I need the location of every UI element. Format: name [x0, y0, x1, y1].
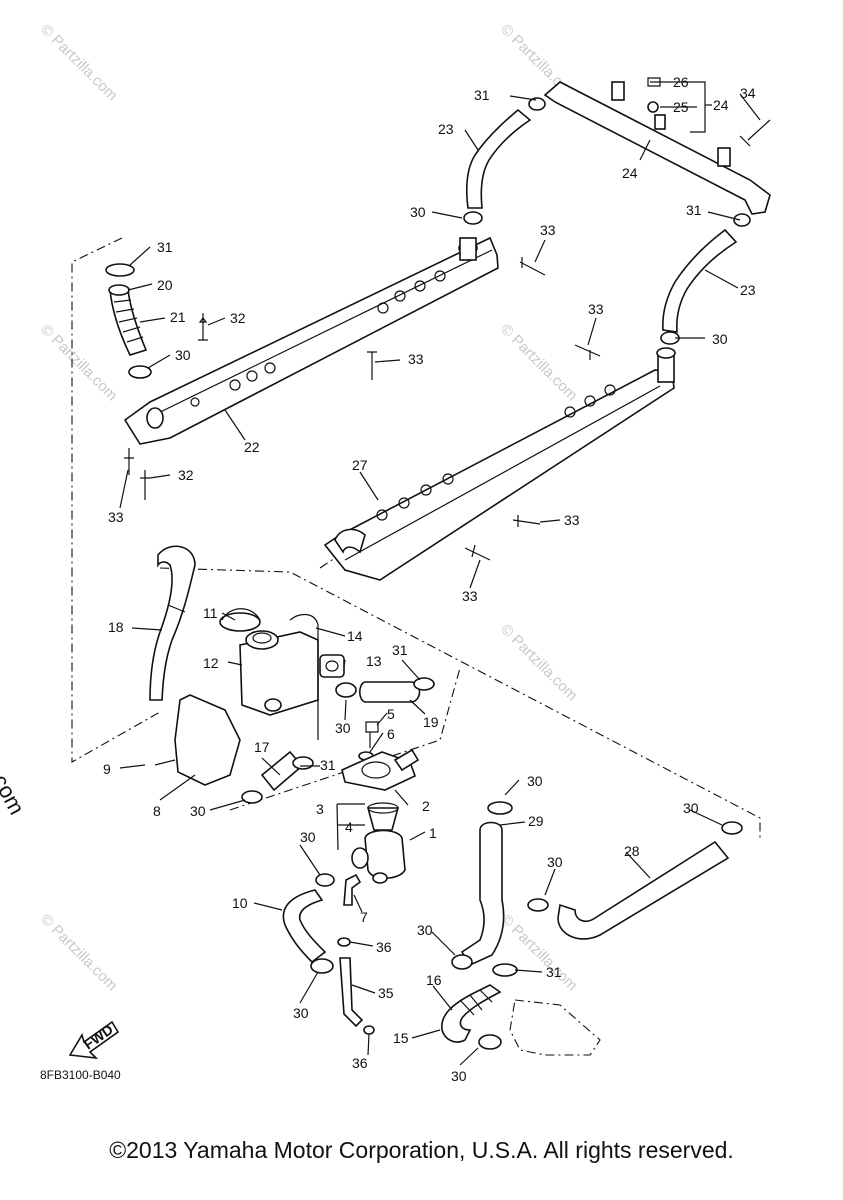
callout-30: 30	[683, 800, 699, 816]
callout-2: 2	[422, 798, 430, 814]
callout-4: 4	[345, 819, 353, 835]
callout-31: 31	[546, 964, 562, 980]
drawing-code: 8FB3100-B040	[40, 1068, 121, 1082]
callout-24: 24	[622, 165, 638, 181]
hose-23-upper	[463, 97, 546, 225]
hose-23-lower	[660, 213, 751, 345]
callout-30: 30	[417, 922, 433, 938]
callout-9: 9	[103, 761, 111, 777]
callout-34: 34	[740, 85, 756, 101]
callout-33: 33	[540, 222, 556, 238]
hose-17	[241, 750, 314, 804]
bracket-8	[154, 694, 241, 786]
callout-12: 12	[203, 655, 219, 671]
hose-29	[451, 801, 513, 970]
watermark-text: © Partzilla.com	[37, 911, 120, 994]
hose-18	[149, 545, 196, 701]
leader-lines	[119, 81, 761, 1066]
outline-left	[71, 237, 161, 763]
callout-18: 18	[108, 619, 124, 635]
callout-30: 30	[190, 803, 206, 819]
callout-36: 36	[352, 1055, 368, 1071]
water-jacket-22	[123, 236, 499, 445]
hose-28	[527, 821, 743, 940]
watermark-text: © Partzilla.com	[37, 21, 120, 104]
callout-23: 23	[438, 121, 454, 137]
copyright-notice: ©2013 Yamaha Motor Corporation, U.S.A. A…	[109, 1137, 734, 1163]
callout-32: 32	[230, 310, 246, 326]
callout-20: 20	[157, 277, 173, 293]
callout-30: 30	[451, 1068, 467, 1084]
callout-25: 25	[673, 99, 689, 115]
thermostat-4	[366, 802, 400, 831]
callout-21: 21	[170, 309, 186, 325]
callout-33: 33	[588, 301, 604, 317]
callout-23: 23	[740, 282, 756, 298]
coolant-reservoir-12	[219, 608, 319, 740]
callout-27: 27	[352, 457, 368, 473]
callout-31: 31	[157, 239, 173, 255]
callout-31: 31	[686, 202, 702, 218]
callout-33: 33	[408, 351, 424, 367]
callout-30: 30	[175, 347, 191, 363]
callout-30: 30	[335, 720, 351, 736]
callout-30: 30	[712, 331, 728, 347]
callout-26: 26	[673, 74, 689, 90]
callout-labels: 26 25 24 34 31 23 24 30 31 33 23 30 33 3…	[103, 74, 756, 1084]
fwd-arrow-icon: FWD	[68, 1020, 120, 1060]
callout-15: 15	[393, 1030, 409, 1046]
watermark-text: © Partzilla.com	[37, 321, 120, 404]
callout-8: 8	[153, 803, 161, 819]
callout-17: 17	[254, 739, 270, 755]
callout-31: 31	[320, 757, 336, 773]
callout-24: 24	[713, 97, 729, 113]
callout-10: 10	[232, 895, 248, 911]
grommet-13	[319, 654, 345, 678]
callout-35: 35	[378, 985, 394, 1001]
bolts-32-33	[124, 257, 601, 561]
callout-19: 19	[423, 714, 439, 730]
callout-5: 5	[387, 706, 395, 722]
hose-20-21	[105, 263, 152, 379]
callout-32: 32	[178, 467, 194, 483]
pipe-7	[343, 873, 362, 906]
bolt-5	[365, 721, 379, 748]
callout-31: 31	[392, 642, 408, 658]
outline-tank	[229, 667, 461, 811]
fitting-outline	[509, 999, 601, 1056]
callout-1: 1	[429, 825, 437, 841]
callout-28: 28	[624, 843, 640, 859]
callout-31: 31	[474, 87, 490, 103]
callout-16: 16	[426, 972, 442, 988]
callout-30: 30	[547, 854, 563, 870]
hose-10	[282, 873, 335, 974]
watermark-text: © Partzilla.com	[497, 621, 580, 704]
callout-30: 30	[527, 773, 543, 789]
callout-33: 33	[564, 512, 580, 528]
callout-30: 30	[293, 1005, 309, 1021]
callout-7: 7	[360, 909, 368, 925]
thermostat-housing-1	[351, 829, 406, 884]
callout-30: 30	[300, 829, 316, 845]
hose-15-16	[441, 963, 518, 1050]
outline-center	[159, 567, 761, 840]
water-jacket-27	[323, 347, 676, 581]
callout-13: 13	[366, 653, 382, 669]
callout-33: 33	[108, 509, 124, 525]
callout-30: 30	[410, 204, 426, 220]
callout-33: 33	[462, 588, 478, 604]
callout-6: 6	[387, 726, 395, 742]
callout-14: 14	[347, 628, 363, 644]
hose-19	[335, 677, 435, 703]
callout-3: 3	[316, 801, 324, 817]
water-pipe-upper	[543, 77, 771, 215]
watermark-text: © Partzilla.com	[497, 321, 580, 404]
callout-29: 29	[528, 813, 544, 829]
thermostat-cover-2	[341, 748, 420, 791]
callout-22: 22	[244, 439, 260, 455]
callout-11: 11	[203, 605, 218, 621]
callout-36: 36	[376, 939, 392, 955]
